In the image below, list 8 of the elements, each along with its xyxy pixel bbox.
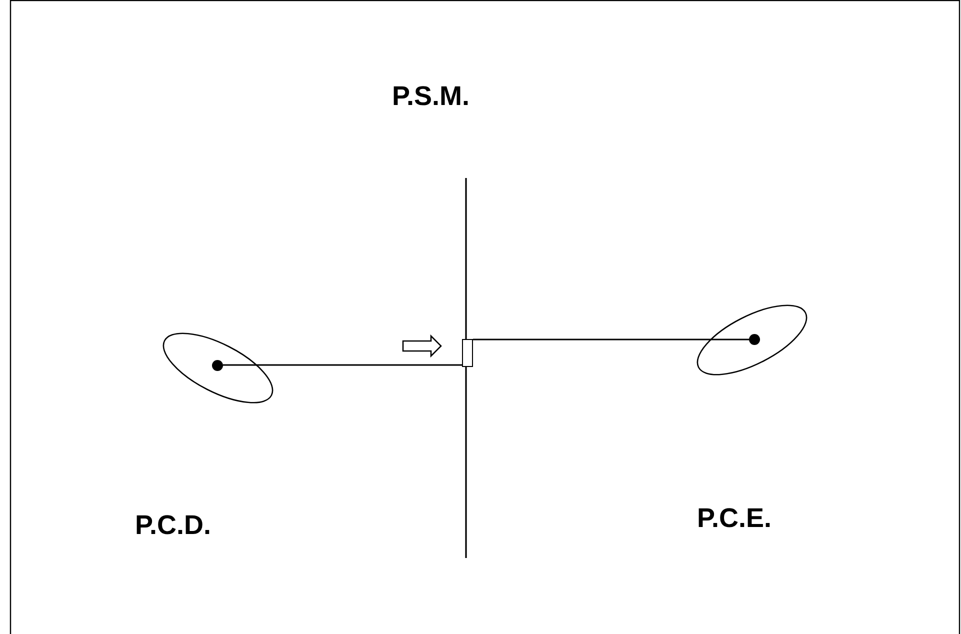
connector-line [473,338,749,340]
plane-label: P.C.D. [135,512,212,539]
connector-line [223,364,462,366]
plane-label: P.C.E. [697,505,772,532]
dot-marker [212,360,223,371]
small-rect [462,339,473,367]
dot-marker [749,334,760,345]
plane-label: P.S.M. [392,83,470,110]
